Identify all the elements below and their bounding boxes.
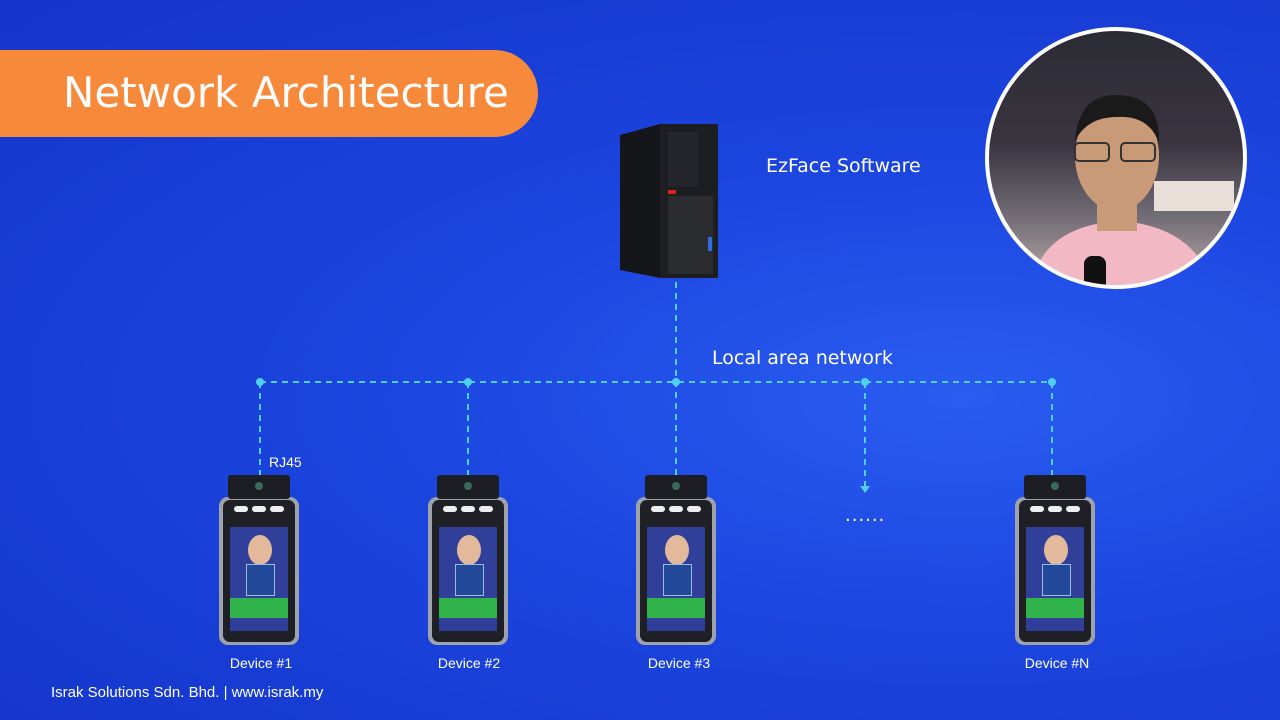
device-1-label: Device #1 (229, 655, 293, 671)
server-label: EzFace Software (766, 155, 921, 177)
slide-title: Network Architecture (63, 68, 509, 117)
lan-label: Local area network (712, 347, 893, 369)
presenter-webcam (985, 27, 1247, 289)
device-2 (428, 475, 508, 645)
presenter-figure (1030, 94, 1234, 285)
node (861, 378, 869, 386)
device-2-label: Device #2 (437, 655, 501, 671)
device-3 (636, 475, 716, 645)
desktop-tower-icon (620, 124, 718, 278)
node (256, 378, 264, 386)
node (1048, 378, 1056, 386)
rj45-label: RJ45 (269, 454, 302, 470)
title-banner (0, 50, 538, 137)
ellipsis: ...... (845, 505, 886, 526)
device-3-label: Device #3 (647, 655, 711, 671)
device-n (1015, 475, 1095, 645)
footer-text: Israk Solutions Sdn. Bhd. | www.israk.my (51, 684, 324, 701)
device-n-label: Device #N (1024, 655, 1090, 671)
node (672, 378, 680, 386)
device-1 (219, 475, 299, 645)
arrow-head (860, 486, 870, 493)
node (464, 378, 472, 386)
